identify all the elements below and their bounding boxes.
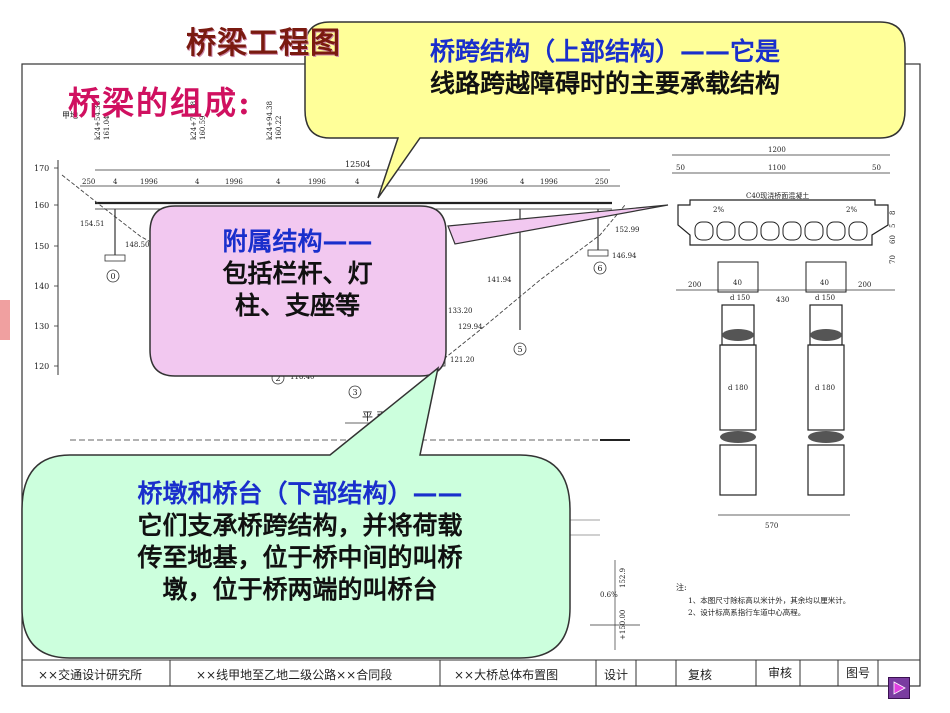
callout-superstructure: 桥跨结构（上部结构）——它是 线路跨越障碍时的主要承载结构 <box>320 36 890 100</box>
callout-substructure-line: 墩，位于桥两端的叫桥台 <box>162 575 438 604</box>
slide-edge-marker <box>0 300 10 340</box>
section-side-dim: 60 <box>889 235 897 244</box>
elevation-label: 154.51 <box>80 220 105 228</box>
chainage-label: k24+94.38 <box>266 101 274 140</box>
y-tick: 140 <box>34 282 49 291</box>
callout-substructure-line: 它们支承桥跨结构，并将荷载 <box>137 511 463 540</box>
elevation-label: 129.94 <box>458 323 483 331</box>
callout-substructure-line: 传至地基，位于桥中间的叫桥 <box>137 543 463 572</box>
callout-substructure-bubble <box>21 366 571 659</box>
y-tick: 160 <box>34 201 49 210</box>
bottom-dim: 152.9 <box>619 568 627 588</box>
span-dim: 4 <box>520 178 525 186</box>
elevation-label: 148.50 <box>125 241 150 249</box>
callout-superstructure-bubble <box>304 21 906 199</box>
notes-title: 注: <box>676 582 687 592</box>
y-axis-ticks: 170 160 150 140 130 120 <box>34 164 49 371</box>
callout-accessory-line: 包括栏杆、灯 <box>222 259 373 288</box>
callout-superstructure-line: 线路跨越障碍时的主要承载结构 <box>429 69 780 98</box>
callout-substructure: 桥墩和桥台（下部结构）—— 它们支承桥跨结构，并将荷载 传至地基，位于桥中间的叫… <box>40 478 560 606</box>
y-tick: 150 <box>34 242 49 251</box>
play-arrow-icon <box>893 681 906 695</box>
span-total: 12504 <box>345 160 370 169</box>
section-dim: 1100 <box>768 164 786 172</box>
grade-value: 0.6% <box>600 591 618 599</box>
pier-number: 2 <box>275 374 280 383</box>
span-dim: 1996 <box>225 178 243 186</box>
callout-superstructure-heading: 桥跨结构（上部结构）——它是 <box>429 37 780 66</box>
col-dim: d 180 <box>728 384 748 392</box>
section-side-dim: 8 <box>889 211 897 215</box>
section-side-dim: 70 <box>889 255 897 264</box>
cap-dim: 200 <box>858 281 871 289</box>
title-block-review: 复核 <box>688 668 713 682</box>
y-tick: 170 <box>34 164 49 173</box>
section-dim: 1200 <box>768 146 786 154</box>
section-side-dim: 5 <box>889 224 897 228</box>
section-dim: 50 <box>872 164 881 172</box>
callout-accessory-heading: 附属结构—— <box>222 227 373 256</box>
callout-substructure-heading: 桥墩和桥台（下部结构）—— <box>137 479 463 508</box>
pier-number: 6 <box>597 264 602 273</box>
slide-subtitle: 桥梁的组成: <box>68 84 252 122</box>
notes-line: 2、设计标高系指行车道中心高程。 <box>688 607 805 617</box>
span-dim: 4 <box>195 178 200 186</box>
callout-accessory: 附属结构—— 包括栏杆、灯 柱、支座等 <box>155 226 440 322</box>
elevation-label: 116.40 <box>290 373 315 381</box>
chainage-label: 160.22 <box>275 116 283 141</box>
chainage-label: 160.59 <box>199 116 207 141</box>
span-dim: 250 <box>82 178 95 186</box>
title-block-design: 设计 <box>604 668 629 682</box>
chainage-label: k24+74.38 <box>190 101 198 140</box>
callout-accessory-line: 柱、支座等 <box>234 291 360 320</box>
pier-number: 5 <box>517 345 522 354</box>
col-dim: d 150 <box>730 294 750 302</box>
span-dim: 1996 <box>140 178 158 186</box>
title-block-project: ××线甲地至乙地二级公路××合同段 <box>196 668 393 682</box>
section-dim: 50 <box>676 164 685 172</box>
chainage-label: k24+54.38 <box>94 101 102 140</box>
cap-dim: 200 <box>688 281 701 289</box>
span-dim: 1996 <box>470 178 488 186</box>
span-dim: 1996 <box>540 178 558 186</box>
span-dim: 4 <box>276 178 281 186</box>
next-slide-button[interactable] <box>888 677 910 699</box>
title-block-institute: ××交通设计研究所 <box>38 668 143 682</box>
y-tick: 120 <box>34 362 49 371</box>
left-label: 甲地 <box>62 110 78 120</box>
col-dim: d 180 <box>815 384 835 392</box>
span-dim: 4 <box>113 178 118 186</box>
slope-label: 2% <box>713 206 724 214</box>
base-dim: 570 <box>765 522 778 530</box>
pier-number: 0 <box>110 272 115 281</box>
elevation-label: 141.94 <box>487 276 512 284</box>
cap-dim: 430 <box>776 296 789 304</box>
span-dim: 1996 <box>308 178 326 186</box>
callout-accessory-bubble <box>149 205 447 377</box>
slope-label: 2% <box>846 206 857 214</box>
elevation-label: 146.94 <box>612 252 637 260</box>
elevation-label: 121.20 <box>450 356 475 364</box>
span-dim: 250 <box>595 178 608 186</box>
slide-title: 桥梁工程图 <box>186 26 341 61</box>
y-tick: 130 <box>34 322 49 331</box>
title-block-drawing-name: ××大桥总体布置图 <box>454 668 559 682</box>
notes-line: 1、本图尺寸除标高以米计外，其余均以厘米计。 <box>688 595 850 605</box>
chainage-label: 161.04 <box>103 115 111 140</box>
span-dim: 4 <box>355 178 360 186</box>
title-block-approve: 审核 <box>768 666 793 680</box>
title-block-drawing-no: 图号 <box>846 666 871 680</box>
elevation-label: 133.20 <box>448 307 473 315</box>
deck-label: C40现浇桥面混凝土 <box>746 191 809 200</box>
cap-dim: 40 <box>733 279 742 287</box>
elevation-label: 152.99 <box>615 226 640 234</box>
pier-number: 3 <box>352 388 357 397</box>
col-dim: d 150 <box>815 294 835 302</box>
cap-dim: 40 <box>820 279 829 287</box>
